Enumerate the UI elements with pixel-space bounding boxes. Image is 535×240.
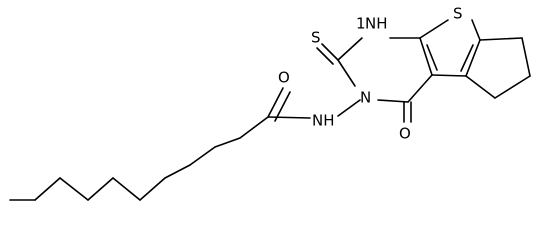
chain-bond-7 [164, 164, 191, 179]
ring-c2-nh-bond [337, 37, 363, 61]
thione-bond-b [316, 47, 334, 65]
thione-bond-a [321, 43, 339, 61]
chain-bond-4 [87, 177, 114, 201]
chain-bond-3 [59, 177, 89, 201]
chain-bond-5 [112, 177, 141, 201]
amide-oxygen-label: O [278, 69, 290, 87]
thiophene-c-c4a-bond [431, 74, 467, 77]
chain-bond-6 [139, 177, 166, 201]
thiophene-s-c-bond [471, 19, 481, 41]
cp-bond-3 [494, 75, 531, 99]
ring-nitrogen-label: N [360, 89, 371, 107]
thiophene-sulfur-label: S [453, 5, 463, 23]
thiophene-c7a-s-bond [419, 19, 449, 39]
amide-n-n-bond [337, 99, 361, 117]
ring-nh-prefix-label: 1 [356, 15, 366, 33]
chain-bond-2 [34, 177, 61, 201]
alkyl-chain [9, 116, 269, 201]
ring-n-c2-bond [337, 59, 356, 87]
thione-sulfur-label: S [311, 29, 321, 47]
ring-nh-label: NH [365, 15, 388, 33]
cp-bond-4 [465, 75, 496, 99]
chain-bond-10 [239, 116, 269, 139]
amide-group [267, 87, 361, 122]
pyrimidine-ring [316, 37, 433, 123]
amide-c-o-bond-a [267, 87, 284, 118]
amide-c-o-bond-b [274, 91, 291, 122]
cp-bond-1 [479, 37, 523, 41]
chain-bond-9 [214, 137, 241, 148]
thiophene-c-c-double [460, 44, 474, 72]
ring-c7a-c4a-bond [419, 37, 433, 76]
thiophene-c-c-bond [465, 39, 481, 77]
cp-bond-2 [521, 37, 531, 77]
ring-c4-n-bond [377, 99, 409, 103]
cyclopentane-ring [465, 37, 531, 99]
thiophene-ring [419, 19, 481, 77]
thiophene-inner-double [426, 44, 438, 71]
amide-nh-label: NH [312, 112, 335, 130]
amide-c-n-bond [267, 116, 311, 119]
chemical-structure-diagram: O NH N 1 NH S S O [9, 5, 531, 201]
ring-oxygen-label: O [399, 125, 411, 143]
ring-c4a-c4-bond [407, 74, 433, 103]
chain-bond-8 [189, 146, 216, 166]
